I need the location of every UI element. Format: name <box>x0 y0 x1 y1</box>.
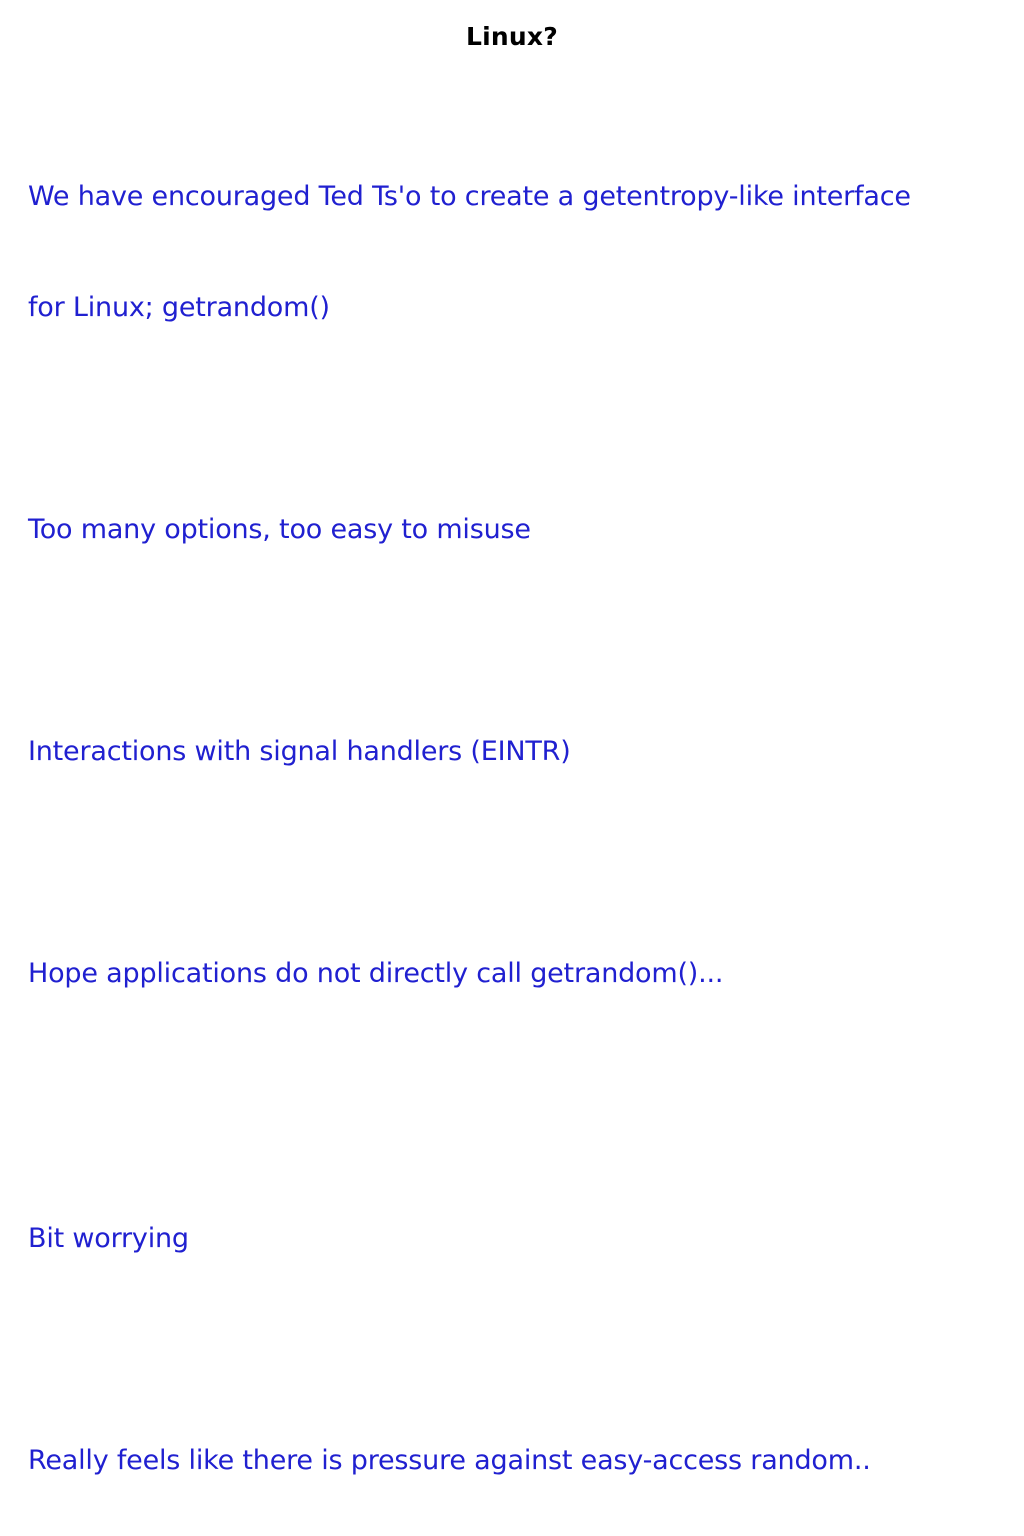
bullet-hope-applications: Hope applications do not directly call g… <box>28 881 994 1066</box>
bullet-line: for Linux; getrandom() <box>28 292 330 323</box>
slide-title: Linux? <box>466 22 558 51</box>
bullet-line: Too many options, too easy to misuse <box>28 514 531 545</box>
bullet-line: Hope applications do not directly call g… <box>28 958 724 989</box>
bullet-line: Really feels like there is pressure agai… <box>28 1445 871 1476</box>
bullet-line: Bit worrying <box>28 1223 189 1254</box>
bullet-line: We have encouraged Ted Ts'o to create a … <box>28 181 911 212</box>
bullet-getentropy-like-interface: We have encouraged Ted Ts'o to create a … <box>28 104 994 400</box>
bullet-bit-worrying: Bit worrying <box>28 1146 994 1331</box>
bullet-line: Interactions with signal handlers (EINTR… <box>28 736 571 767</box>
bullet-signal-handlers: Interactions with signal handlers (EINTR… <box>28 659 994 844</box>
slide-body: We have encouraged Ted Ts'o to create a … <box>28 104 994 1536</box>
presentation-slide: Linux? We have encouraged Ted Ts'o to cr… <box>28 22 911 1476</box>
bullet-pressure-against-easy-access: Really feels like there is pressure agai… <box>28 1368 994 1536</box>
bullet-too-many-options: Too many options, too easy to misuse <box>28 437 994 622</box>
